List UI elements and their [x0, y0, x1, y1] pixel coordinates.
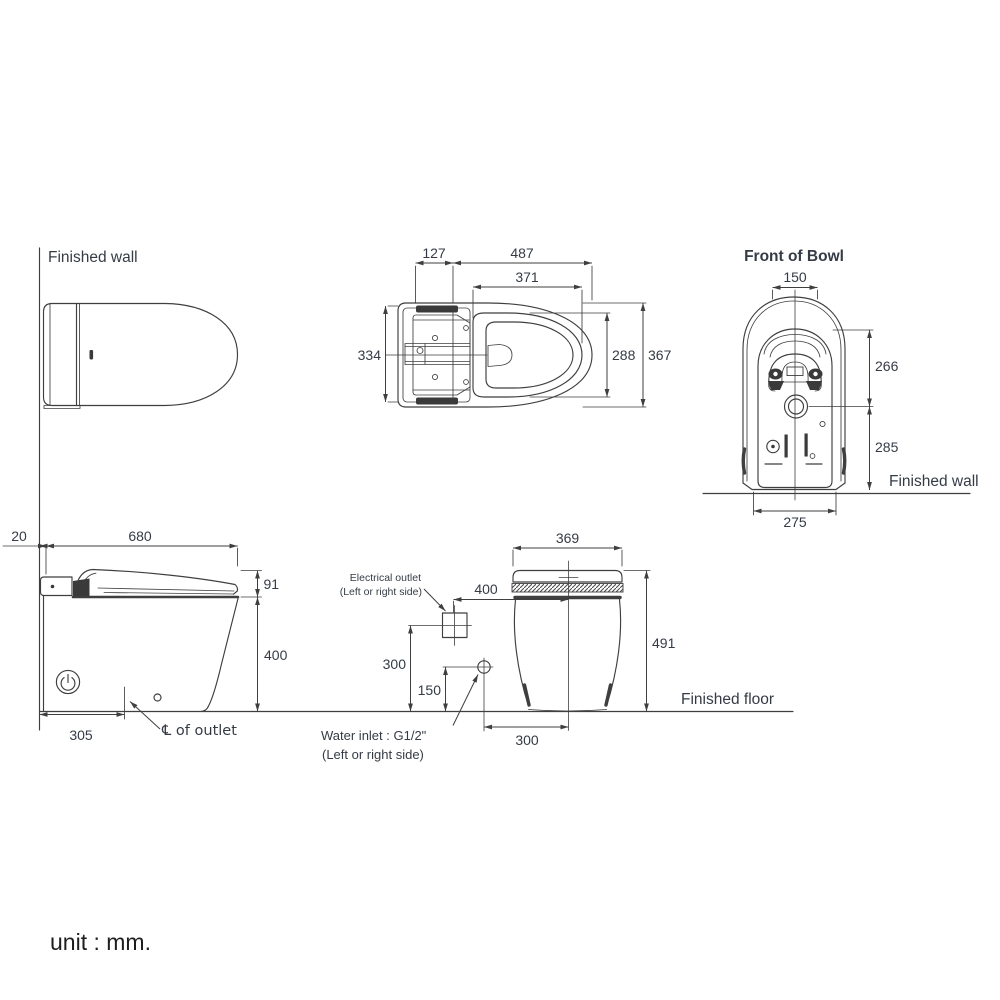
outlet-leader — [129, 701, 161, 730]
outlet-hole-inner — [787, 398, 805, 415]
dim-150-label: 150 — [783, 269, 807, 285]
bowl-front-slope — [200, 597, 239, 713]
hinge-damper-bottom — [416, 397, 458, 405]
tank-mechanism-outline — [412, 314, 471, 396]
tank-arm-channel — [404, 343, 471, 365]
dim-371-label: 371 — [515, 269, 539, 285]
electrical-leader — [423, 588, 446, 612]
dim-285-label: 285 — [875, 439, 899, 455]
dim-300-rear-label: 300 — [515, 732, 539, 748]
electrical-outlet-label-1: Electrical outlet — [350, 572, 421, 584]
dim-680-label: 680 — [128, 528, 152, 544]
finished-floor: Finished floor — [38, 691, 794, 713]
dim-275-label: 275 — [783, 514, 807, 530]
drain-mark — [153, 693, 162, 702]
inner-base — [757, 328, 833, 489]
lid-dash-mark — [89, 350, 94, 360]
water-spot — [487, 344, 513, 367]
plan-view-lid-closed — [42, 302, 239, 409]
water-inlet-label-2: (Left or right side) — [322, 747, 424, 762]
water-inlet-leader — [452, 674, 479, 726]
dim-150-install-label: 150 — [418, 682, 442, 698]
seat-nose — [232, 583, 239, 595]
dim-334-label: 334 — [358, 347, 382, 363]
side-elevation-view: 20 680 91 400 ℄ of outlet 305 — [2, 528, 288, 743]
finished-wall-left: Finished wall — [38, 247, 138, 731]
dim-491-label: 491 — [652, 635, 676, 651]
dim-369-label: 369 — [556, 530, 580, 546]
foot-pad-right — [841, 447, 847, 475]
dim-20-label: 20 — [11, 528, 27, 544]
dim-305-label: 305 — [69, 727, 93, 743]
dim-127-label: 127 — [422, 245, 446, 261]
fixing-left — [766, 439, 780, 454]
rear-elevation-view: 369 491 300 — [484, 530, 676, 748]
lid-top — [512, 569, 623, 583]
back-cover-step — [43, 405, 81, 409]
plan-view-seat-open: 127 487 371 334 288 367 — [358, 245, 672, 408]
dim-266-label: 266 — [875, 358, 899, 374]
finished-floor-label: Finished floor — [681, 691, 774, 708]
dim-367-label: 367 — [648, 347, 672, 363]
hinge-block — [73, 578, 90, 597]
foot-pad-left — [741, 447, 747, 475]
lid-top-edge — [75, 568, 236, 587]
water-inlet-symbol — [442, 657, 494, 732]
foot-right — [604, 683, 613, 707]
outlet-hole-outer — [783, 394, 809, 419]
finished-wall-right-label: Finished wall — [889, 473, 979, 490]
front-of-bowl-title: Front of Bowl — [744, 248, 844, 265]
seat-opening — [485, 321, 574, 389]
dim-91-label: 91 — [264, 576, 280, 592]
finished-wall-top-label: Finished wall — [48, 249, 138, 266]
unit-note: unit : mm. — [50, 929, 151, 955]
outlet-centerline-label: ℄ of outlet — [161, 723, 237, 739]
power-icon — [55, 669, 81, 695]
water-inlet-label-1: Water inlet : G1/2" — [321, 728, 427, 743]
dim-400-install-label: 400 — [474, 581, 498, 597]
electrical-outlet-label-2: (Left or right side) — [340, 586, 422, 598]
hinge-damper-top — [416, 305, 458, 313]
foot-left — [522, 683, 531, 707]
dim-288-label: 288 — [612, 347, 636, 363]
dim-400-side-label: 400 — [264, 647, 288, 663]
dim-487-label: 487 — [510, 245, 534, 261]
back-cover — [39, 576, 73, 597]
seat-ring — [472, 312, 583, 398]
installation-annotations: Electrical outlet (Left or right side) 4… — [321, 572, 569, 762]
dim-300-install-label: 300 — [383, 656, 407, 672]
seat-band — [511, 583, 624, 593]
front-of-bowl-view: Front of Bowl — [702, 248, 979, 530]
